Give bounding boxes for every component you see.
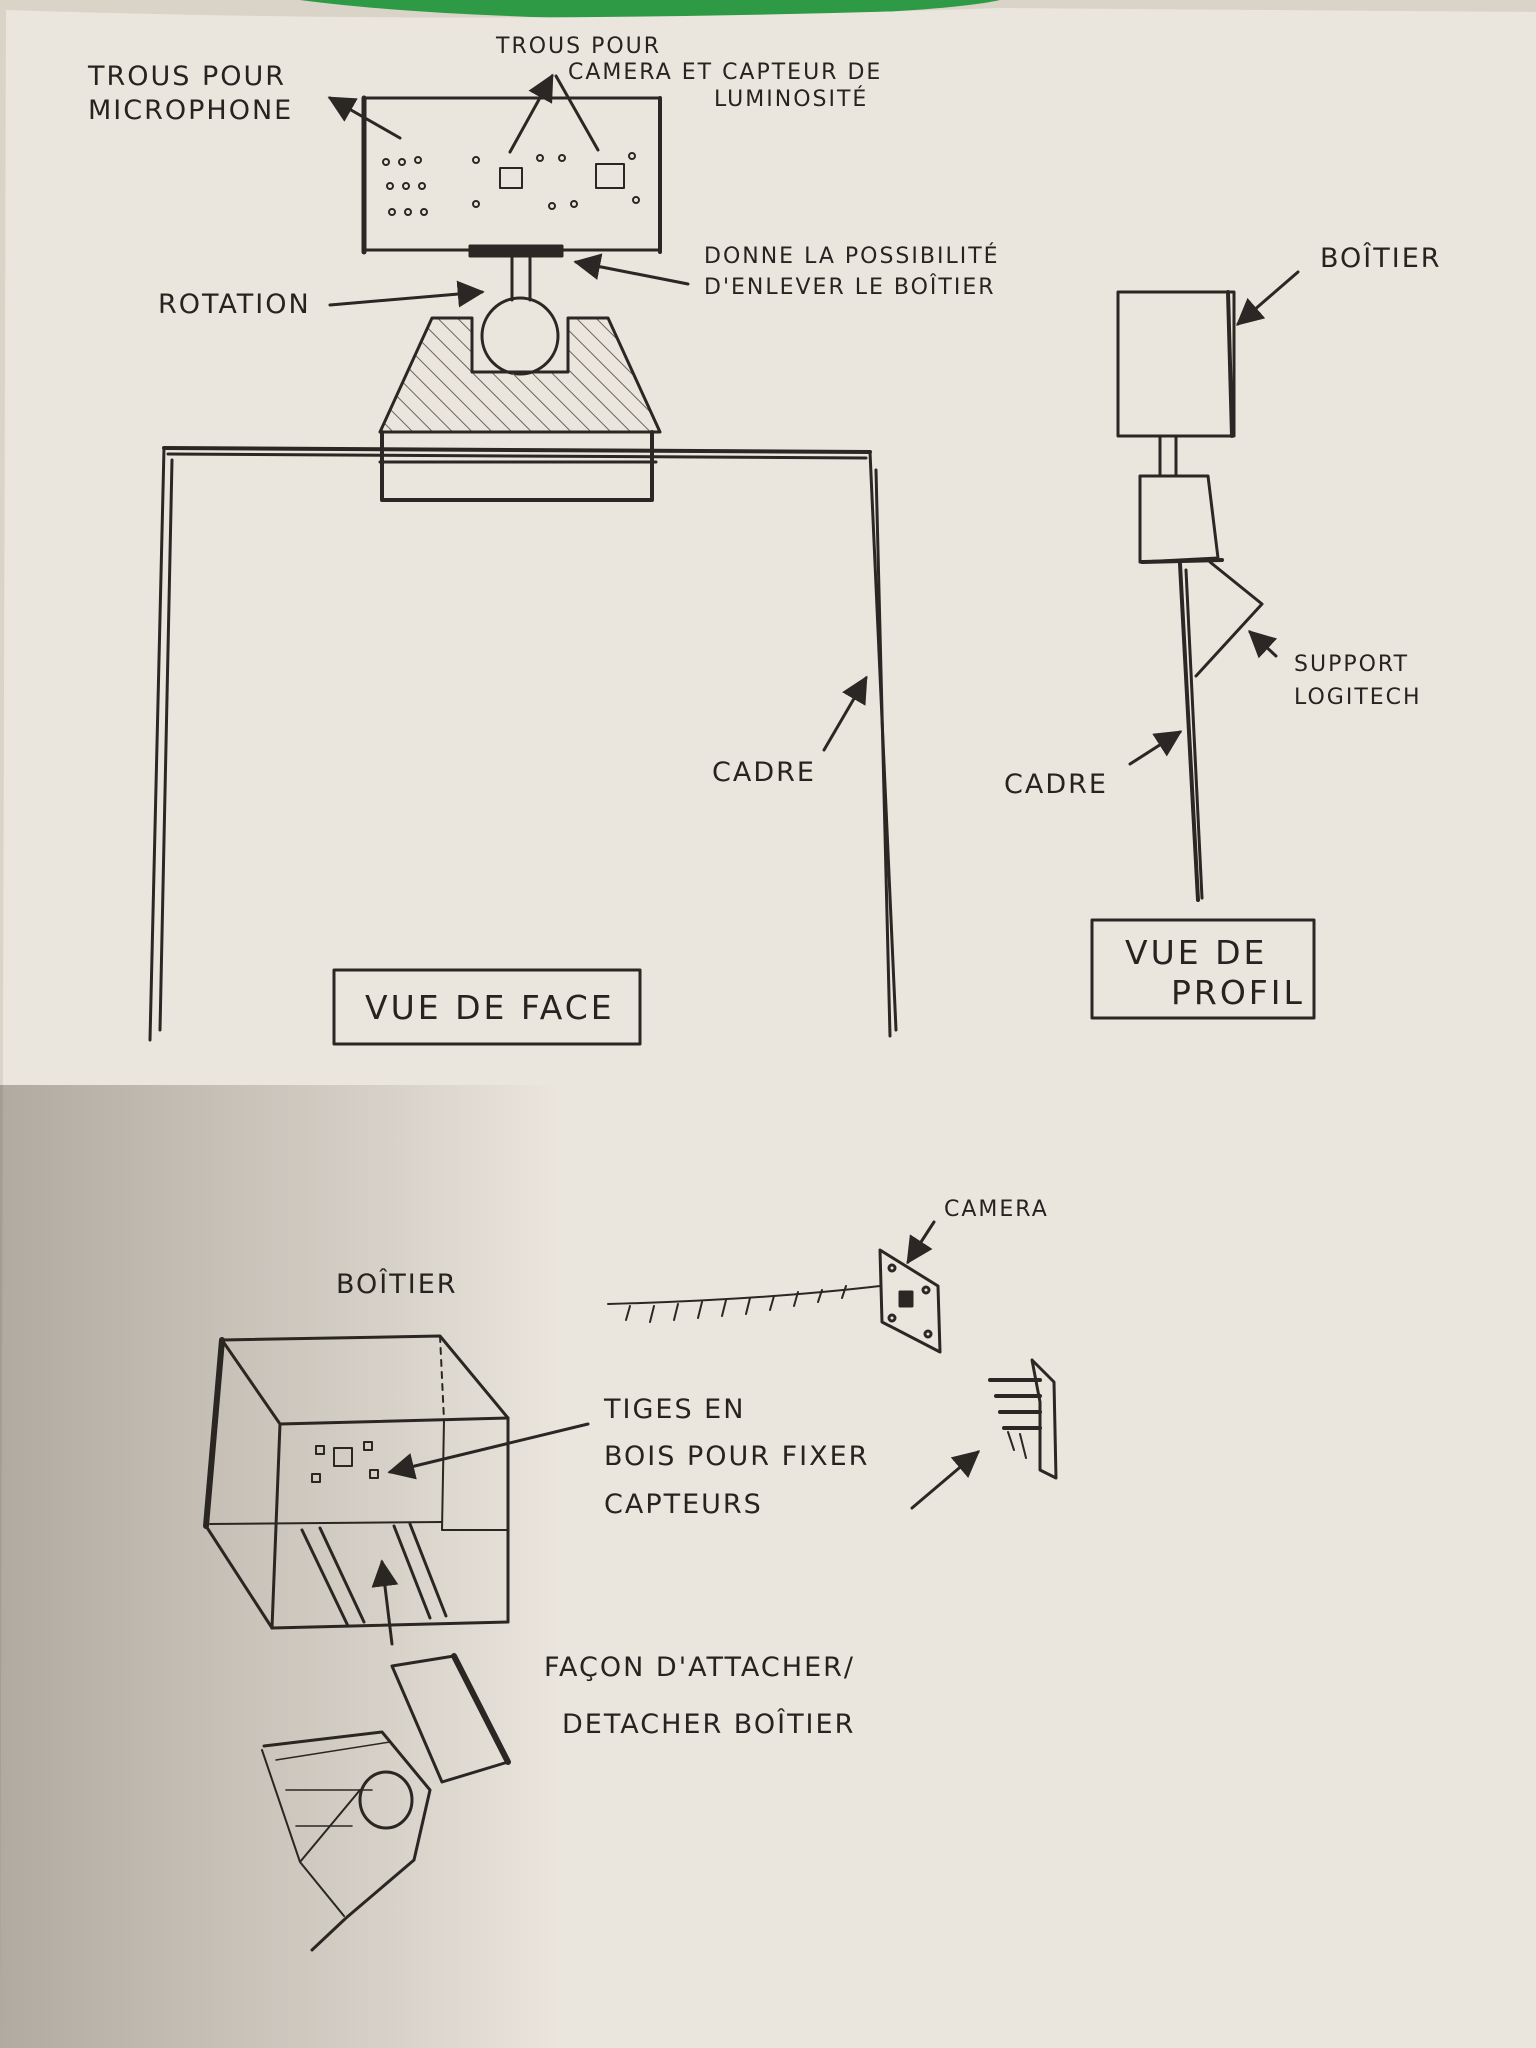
label-boitier-profil: BOÎTIER xyxy=(1320,242,1442,276)
label-cadre-profil: CADRE xyxy=(1004,768,1108,802)
label-vue-de-profil: VUE DE PROFIL xyxy=(1106,924,1324,1021)
label-camera: CAMERA xyxy=(944,1196,1049,1224)
label-support-logitech: SUPPORT LOGITECH xyxy=(1294,648,1422,714)
label-rotation: ROTATION xyxy=(158,288,311,322)
label-cadre-face: CADRE xyxy=(712,756,816,790)
label-trous-camera: TROUS POUR CAMERA ET CAPTEUR DE LUMINOSI… xyxy=(496,34,882,113)
detach-bar xyxy=(470,246,562,256)
label-trous-microphone: TROUS POUR MICROPHONE xyxy=(88,60,293,128)
label-tiges: TIGES EN BOIS POUR FIXER CAPTEURS xyxy=(604,1386,869,1528)
label-vue-de-face: VUE DE FACE xyxy=(346,978,634,1037)
label-facon: FAÇON D'ATTACHER/ DETACHER BOÎTIER xyxy=(544,1640,855,1753)
label-boitier-bottom: BOÎTIER xyxy=(336,1268,458,1302)
label-enlever-boitier: DONNE LA POSSIBILITÉ D'ENLEVER LE BOÎTIE… xyxy=(704,242,1000,304)
